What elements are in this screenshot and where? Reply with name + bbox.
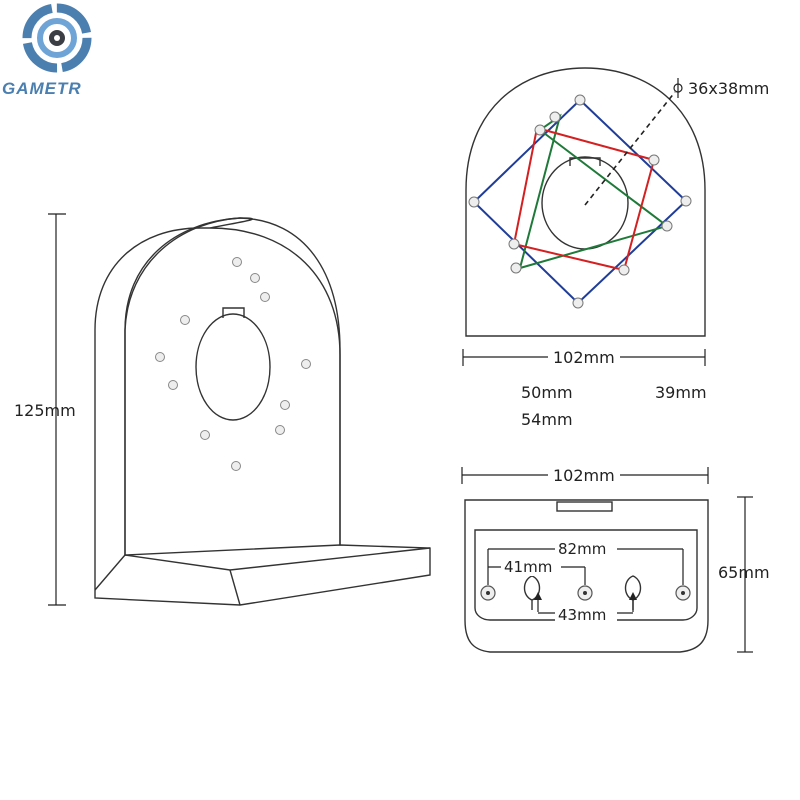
hole-size-label: 36x38mm: [688, 79, 769, 98]
pattern-50-label: 50mm: [521, 383, 573, 402]
bottom-width-label: 102mm: [553, 466, 615, 485]
pattern-54-label: 54mm: [521, 410, 573, 429]
bottom-height-label: 65mm: [718, 563, 770, 582]
bracket-bottom-view: [461, 465, 753, 653]
outer-spacing-label: 82mm: [558, 540, 606, 558]
front-width-label: 102mm: [553, 348, 615, 367]
bracket-3d-view: [48, 213, 431, 606]
keyhole-spacing-label: 43mm: [558, 606, 606, 624]
brand-logo: [22, 3, 92, 73]
bracket-front-view: [462, 67, 706, 367]
height-label: 125mm: [14, 401, 76, 420]
brand-name: GAMETR: [2, 79, 82, 98]
pattern-39-label: 39mm: [655, 383, 707, 402]
inner-spacing-label: 41mm: [504, 558, 552, 576]
